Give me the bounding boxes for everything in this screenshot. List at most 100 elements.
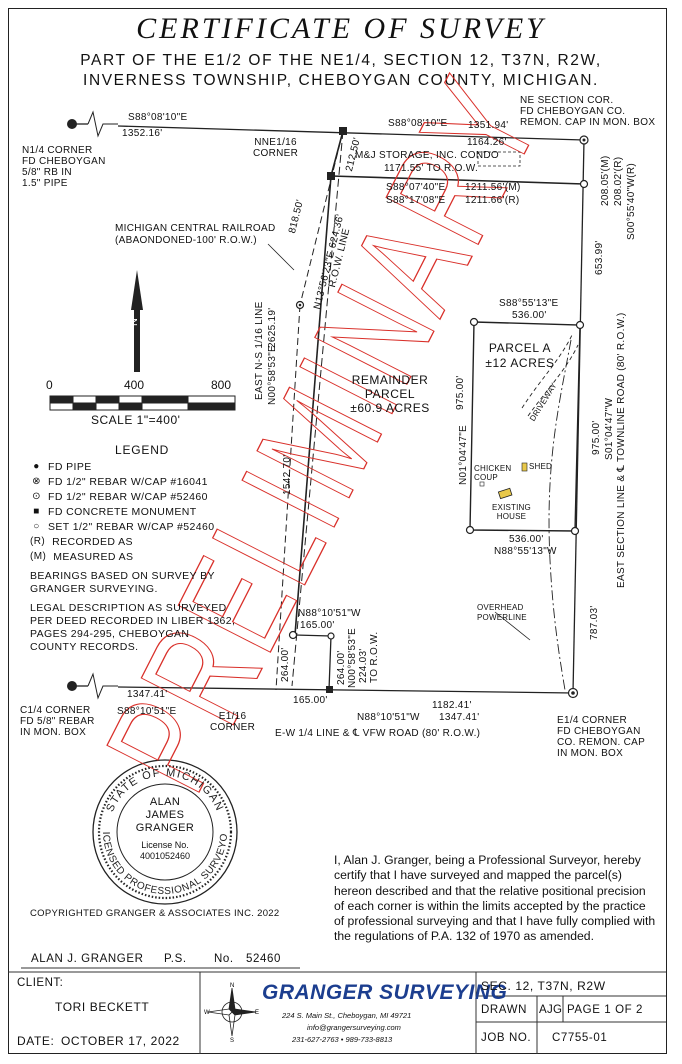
scale-tick-0: 0 (46, 378, 53, 392)
notch-bottom-distance: 165.00' (293, 695, 328, 706)
client-name: TORI BECKETT (55, 1000, 150, 1014)
bearing-measured: S88°07'40"E (386, 182, 446, 193)
parcel-a-top-distance: 536.00' (512, 310, 547, 321)
south-distance: 1347.41' (439, 712, 480, 723)
document-subtitle-1: PART OF THE E1/2 OF THE NE1/4, SECTION 1… (80, 52, 602, 69)
parcel-a-bottom-bearing: N88°55'13"W (494, 546, 557, 557)
c14-bearing: S88°10'51"E (117, 706, 177, 717)
notch-east-distance: 264.00' (336, 650, 347, 685)
legend-item: (M)MEASURED AS (30, 550, 134, 563)
scale-tick-800: 800 (211, 378, 232, 392)
document-subtitle-2: INVERNESS TOWNSHIP, CHEBOYGAN COUNTY, MI… (83, 72, 599, 89)
copyright-notice: COPYRIGHTED GRANGER & ASSOCIATES INC. 20… (30, 908, 280, 919)
distance-measured: 1211.56'(M) (465, 182, 521, 193)
south-bearing: N88°10'51"W (357, 712, 420, 723)
ew-line-label: E-W 1/4 LINE & ℄ VFW ROAD (80' R.O.W.) (275, 728, 481, 739)
bearing-recorded: S88°17'08"E (386, 195, 446, 206)
legend-item: (R)RECORDED AS (30, 535, 133, 548)
svg-text:S: S (230, 1038, 234, 1042)
rebar-52460-icon: ⊙ (32, 491, 41, 502)
distance-2625: 2625.19' (267, 307, 278, 348)
distance-787: 787.03' (589, 605, 600, 640)
drawn-by: AJG (539, 1004, 563, 1016)
legend-title: LEGEND (115, 443, 170, 457)
legend-item: ○SET 1/2" REBAR W/CAP #52460 (33, 520, 215, 533)
page-number: PAGE 1 OF 2 (567, 1004, 644, 1016)
legend: LEGEND ●FD PIPE ⊗FD 1/2" REBAR W/CAP #16… (30, 443, 215, 564)
date-label: DATE: (17, 1034, 55, 1048)
parcel-a-west-distance: 975.00' (455, 375, 466, 410)
to-row-label: 1171.55' TO R.O.W. (384, 163, 479, 174)
section-reference: SEC. 12, T37N, R2W (481, 979, 606, 993)
signature-no-label: No. (214, 953, 234, 965)
surveyor-seal (92, 759, 238, 905)
c14-distance: 1347.41' (127, 689, 168, 700)
scale-tick-400: 400 (124, 378, 145, 392)
east-top-measured: 208.05'(M) (600, 155, 611, 207)
scale-bar (49, 395, 236, 411)
north-bearing-west: S88°08'10"E (128, 112, 188, 123)
rebar-16041-icon: ⊗ (32, 476, 41, 487)
legend-item: ⊙FD 1/2" REBAR W/CAP #52460 (32, 490, 208, 503)
parcel-a-east-distance: 975.00' (591, 420, 602, 455)
legend-item: ⊗FD 1/2" REBAR W/CAP #16041 (32, 475, 208, 488)
fd-pipe-icon: ● (33, 461, 40, 472)
svg-text:N: N (230, 983, 234, 989)
east-top-bearing: S00°55'40"W(R) (626, 162, 637, 240)
distance-1182: 1182.41' (432, 700, 472, 711)
company-phones: 231-627-2763 • 989-733-8813 (292, 1035, 393, 1044)
surveyor-certification: I, Alan J. Granger, being a Professional… (334, 853, 656, 944)
signature-title: P.S. (164, 953, 187, 965)
svg-text:N: N (128, 318, 140, 326)
parcel-a-bottom-distance: 536.00' (509, 534, 544, 545)
company-email: info@grangersurveying.com (307, 1023, 401, 1032)
north-arrow-icon: N (128, 270, 143, 372)
notch-top-distance: 165.00' (300, 620, 335, 631)
distance-224: 224.03' (358, 648, 369, 683)
parcel-a-east-bearing: S01°04'47"W (604, 397, 615, 460)
shed-label: SHED (529, 462, 553, 471)
distance-653: 653.99' (594, 240, 605, 275)
signature-name: ALAN J. GRANGER (31, 953, 144, 965)
distance-1542: 1542.70' (282, 454, 293, 495)
distance-recorded: 1211.66'(R) (465, 195, 520, 206)
job-number: C7755-01 (552, 1032, 608, 1044)
legend-item: ■FD CONCRETE MONUMENT (33, 505, 197, 518)
mj-storage-label: M&J STORAGE, INC. CONDO (355, 150, 499, 161)
parcel-a-label: PARCEL A±12 ACRES (485, 341, 555, 370)
drawn-label: DRAWN (481, 1004, 528, 1016)
parcel-a-west-bearing: N01°04'47"E (458, 424, 469, 485)
compass-rose-icon: N S W E (204, 983, 259, 1042)
seal-ring-text: STATE OF MICHIGAN LICENSED PROFESSIONAL … (93, 760, 230, 897)
railroad-label: MICHIGAN CENTRAL RAILROAD(ABAONDONED-100… (115, 223, 276, 246)
scale-label: SCALE 1"=400' (91, 413, 181, 427)
to-row-short-label: TO R.O.W. (369, 631, 380, 683)
east-top-recorded: 208.02'(R) (613, 156, 624, 206)
notch-bearing: N88°10'51"W (298, 608, 361, 619)
notch-west-distance: 264.00' (280, 647, 291, 682)
parcel-a-top-bearing: S88°55'13"E (499, 298, 559, 309)
document-title: CERTIFICATE OF SURVEY (136, 12, 546, 45)
company-address: 224 S. Main St., Cheboygan, MI 49721 (282, 1011, 412, 1020)
set-rebar-icon: ○ (33, 521, 40, 532)
east-ns-line-label: EAST N-S 1/16 LINE (254, 301, 265, 400)
distance-1164: 1164.26' (467, 137, 507, 148)
north-bearing-east: S88°08'10"E (388, 118, 448, 129)
company-logo: GRANGER SURVEYING (262, 981, 508, 1004)
east-section-line-label: EAST SECTION LINE & ℄ TOWNLINE ROAD (80'… (616, 312, 627, 588)
notch-east-bearing: N00°58'53"E (347, 627, 358, 688)
svg-text:E: E (255, 1010, 259, 1016)
ns-bearing: N00°58'53"E (267, 344, 278, 405)
